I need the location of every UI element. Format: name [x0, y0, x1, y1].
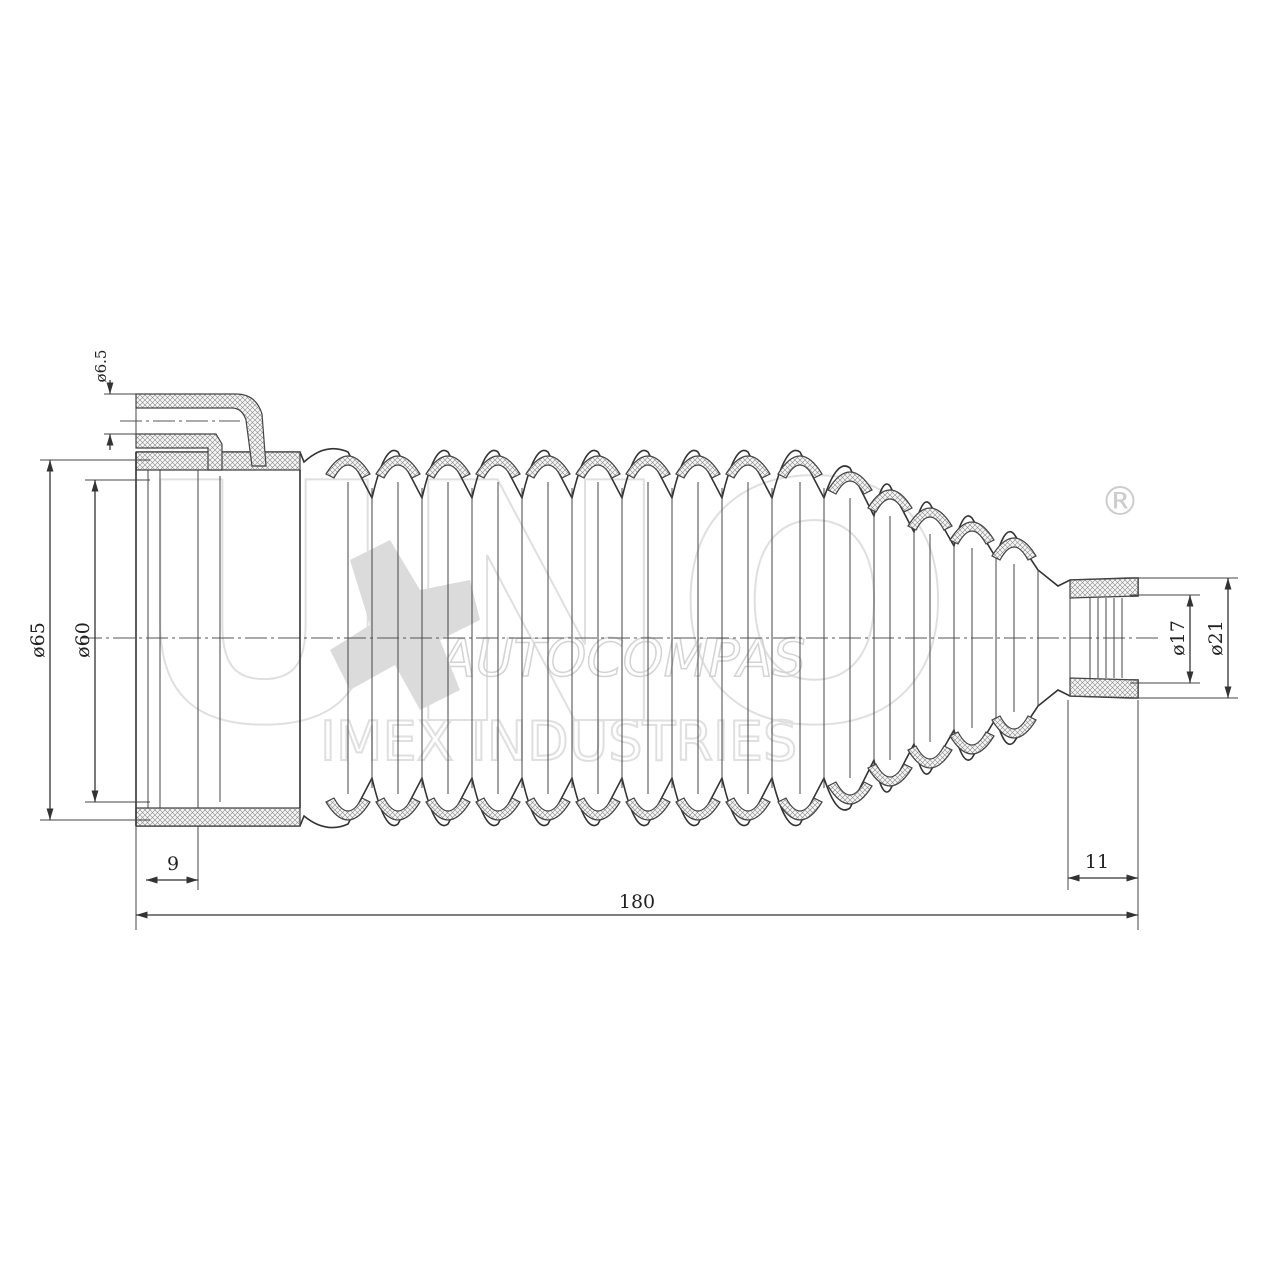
watermark-registered-mark: ® — [1100, 479, 1140, 525]
left-collar-lower-wall — [135, 807, 301, 827]
lower-convolution-wall — [325, 797, 371, 821]
lower-convolution-wall — [867, 763, 913, 787]
watermark-gear-logo — [330, 540, 480, 710]
dim-overall-length: 180 — [619, 891, 655, 913]
dim-left-collar-length: 9 — [167, 853, 179, 875]
lower-convolution-wall — [375, 797, 421, 821]
upper-convolution-wall — [827, 471, 873, 495]
upper-convolution-wall — [675, 455, 721, 479]
dim-right-collar-length: 11 — [1085, 851, 1109, 873]
dim-outer-diameter-left: ø65 — [27, 622, 49, 658]
upper-convolution-wall — [907, 507, 953, 531]
dim-breather-tube-diameter: ø6.5 — [92, 350, 110, 383]
lower-convolution-wall — [991, 715, 1037, 739]
dim-outer-diameter-right: ø21 — [1205, 620, 1227, 656]
upper-convolution-wall — [867, 489, 913, 513]
lower-convolution-wall — [425, 797, 471, 821]
dimension-labels: ø65 ø60 ø6.5 ø17 ø21 9 11 180 — [27, 350, 1227, 913]
lower-convolution-wall — [575, 797, 621, 821]
watermark-brand-letters: UNO — [130, 414, 955, 798]
upper-convolution-wall — [325, 455, 371, 479]
lower-convolution-wall — [525, 797, 571, 821]
lower-convolution-wall — [827, 781, 873, 805]
breather-tube — [120, 393, 267, 471]
upper-convolution-wall — [777, 455, 823, 479]
upper-convolution-wall — [625, 455, 671, 479]
upper-convolution-wall — [725, 455, 771, 479]
dimension-lines — [40, 380, 1238, 930]
upper-convolution-wall — [425, 455, 471, 479]
watermark: UNO ® AUTOCOMPAS IMEX INDUSTRIES — [129, 413, 1140, 799]
upper-convolution-wall — [375, 455, 421, 479]
upper-convolution-wall — [475, 455, 521, 479]
upper-convolution-wall — [525, 455, 571, 479]
upper-convolution-wall — [991, 537, 1037, 561]
right-collar-lower-wall — [1069, 677, 1139, 699]
lower-convolution-wall — [475, 797, 521, 821]
dim-inner-diameter-left: ø60 — [72, 622, 94, 658]
boot-outline — [135, 447, 1139, 829]
lower-convolution-wall — [675, 797, 721, 821]
boot-lower-profile — [136, 679, 1139, 829]
lower-convolution-wall — [625, 797, 671, 821]
lower-convolution-wall — [777, 797, 823, 821]
dim-inner-diameter-right: ø17 — [1167, 620, 1189, 656]
upper-convolution-wall — [949, 521, 995, 545]
lower-convolution-wall — [949, 731, 995, 755]
watermark-line2: IMEX INDUSTRIES — [320, 710, 797, 773]
boot-upper-profile — [136, 447, 1139, 597]
upper-convolution-wall — [575, 455, 621, 479]
lower-convolution-wall — [907, 745, 953, 769]
lower-convolution-wall — [725, 797, 771, 821]
right-collar-upper-wall — [1069, 577, 1139, 599]
